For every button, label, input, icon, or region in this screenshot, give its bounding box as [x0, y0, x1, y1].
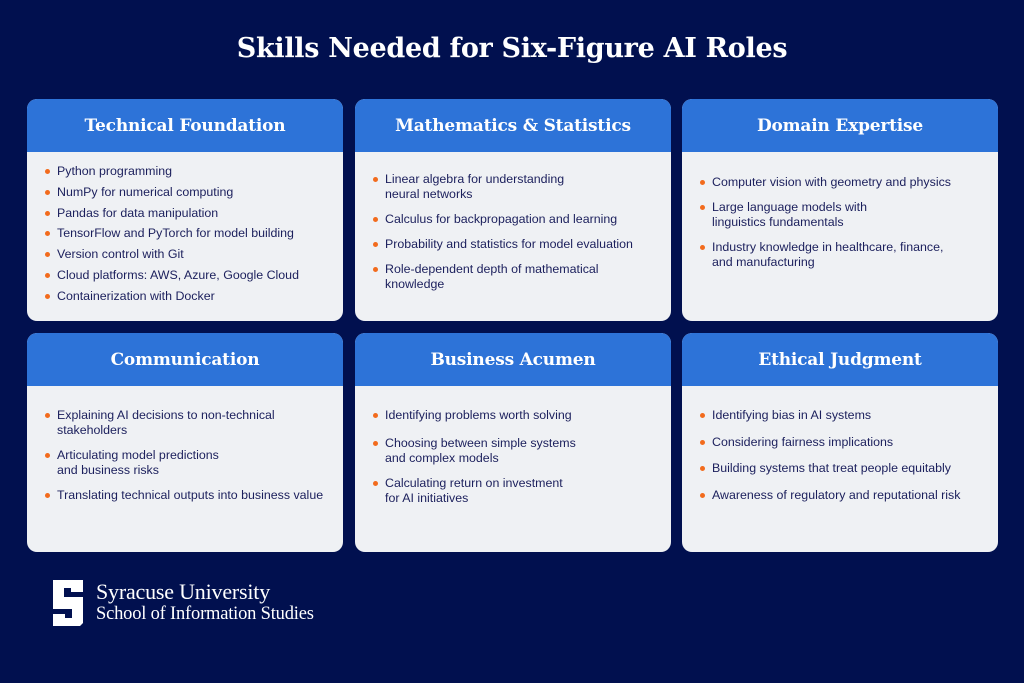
list-item: Choosing between simple systems and comp… — [373, 436, 657, 466]
card-business-acumen: Business Acumen Identifying problems wor… — [355, 333, 671, 552]
card-heading: Mathematics & Statistics — [355, 99, 671, 152]
bullet-icon — [700, 413, 705, 418]
bullet-icon — [700, 466, 705, 472]
card-domain-expertise: Domain Expertise Computer vision with ge… — [682, 99, 998, 321]
list-item: TensorFlow and PyTorch for model buildin… — [45, 226, 329, 241]
list-item: Computer vision with geometry and physic… — [700, 175, 984, 190]
card-technical-foundation: Technical Foundation Python programming … — [27, 99, 343, 321]
skill-list: Identifying problems worth solving Choos… — [373, 408, 657, 506]
list-item: Pandas for data manipulation — [45, 206, 329, 221]
university-name: Syracuse University — [96, 579, 270, 604]
list-item: Cloud platforms: AWS, Azure, Google Clou… — [45, 268, 329, 283]
bullet-icon — [45, 189, 50, 195]
list-item: Calculus for backpropagation and learnin… — [373, 212, 671, 227]
syracuse-logo: Syracuse University School of Informatio… — [50, 580, 314, 626]
school-name: School of Information Studies — [96, 604, 314, 624]
list-item: Articulating model predictions and busin… — [45, 448, 329, 478]
skill-list: Identifying bias in AI systems Consideri… — [700, 408, 984, 503]
bullet-icon — [45, 293, 50, 299]
bullet-icon — [45, 413, 50, 418]
list-item: Containerization with Docker — [45, 289, 329, 304]
list-item: Awareness of regulatory and reputational… — [700, 488, 984, 503]
skill-list: Explaining AI decisions to non-technical… — [45, 408, 329, 503]
card-ethical-judgment: Ethical Judgment Identifying bias in AI … — [682, 333, 998, 552]
bullet-icon — [45, 210, 50, 216]
card-heading: Communication — [27, 333, 343, 386]
list-item: Considering fairness implications — [700, 435, 984, 450]
list-item: Industry knowledge in healthcare, financ… — [700, 240, 984, 270]
bullet-icon — [700, 245, 705, 250]
bullet-icon — [45, 231, 50, 237]
skill-list: Linear algebra for understanding neural … — [373, 172, 633, 292]
list-item: Probability and statistics for model eva… — [373, 237, 671, 252]
list-item: NumPy for numerical computing — [45, 185, 329, 200]
bullet-icon — [45, 252, 50, 258]
bullet-icon — [373, 481, 378, 486]
list-item: Translating technical outputs into busin… — [45, 488, 329, 503]
list-item: Explaining AI decisions to non-technical… — [45, 408, 329, 438]
list-item: Linear algebra for understanding neural … — [373, 172, 611, 202]
card-heading: Technical Foundation — [27, 99, 343, 152]
card-heading: Ethical Judgment — [682, 333, 998, 386]
bullet-icon — [373, 217, 378, 222]
bullet-icon — [373, 242, 378, 247]
bullet-icon — [700, 205, 705, 210]
list-item: Identifying bias in AI systems — [700, 408, 984, 423]
list-item: Calculating return on investment for AI … — [373, 476, 657, 506]
bullet-icon — [373, 441, 378, 446]
bullet-icon — [45, 169, 50, 174]
card-heading: Business Acumen — [355, 333, 671, 386]
bullet-icon — [45, 453, 50, 458]
block-s-logo-icon — [53, 580, 83, 626]
card-heading: Domain Expertise — [682, 99, 998, 152]
list-item: Role-dependent depth of mathematical kno… — [373, 262, 611, 292]
skill-list: Computer vision with geometry and physic… — [700, 175, 984, 270]
bullet-icon — [373, 267, 378, 272]
page-title: Skills Needed for Six-Figure AI Roles — [236, 33, 788, 64]
bullet-icon — [700, 180, 705, 185]
list-item: Identifying problems worth solving — [373, 408, 657, 423]
bullet-icon — [373, 413, 378, 418]
bullet-icon — [700, 439, 705, 445]
card-mathematics-statistics: Mathematics & Statistics Linear algebra … — [355, 99, 671, 321]
card-communication: Communication Explaining AI decisions to… — [27, 333, 343, 552]
bullet-icon — [700, 492, 705, 498]
list-item: Version control with Git — [45, 247, 329, 262]
bullet-icon — [373, 177, 378, 182]
skill-list: Python programming NumPy for numerical c… — [45, 164, 329, 304]
bullet-icon — [45, 493, 50, 498]
list-item: Building systems that treat people equit… — [700, 461, 984, 476]
bullet-icon — [45, 272, 50, 278]
list-item: Python programming — [45, 164, 329, 179]
list-item: Large language models with linguistics f… — [700, 200, 984, 230]
